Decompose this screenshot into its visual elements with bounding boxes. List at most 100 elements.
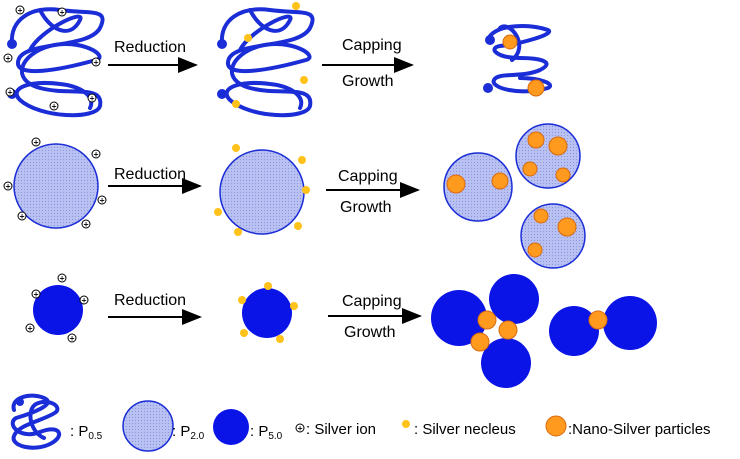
silver-ion: + [57,7,67,17]
silver-ion: + [49,101,59,111]
silver-nucleus [290,302,298,310]
legend-p20-prefix: : P [172,423,190,440]
nano-silver-particle [548,136,568,156]
silver-ion: + [31,137,41,147]
silver-ion: + [97,195,107,205]
capping-growth-arrow-2: Capping Growth [326,168,420,216]
capping-label: Capping [342,37,402,54]
p05-with-nuclei [217,2,315,118]
svg-text:+: + [59,9,65,17]
silver-ion: + [31,289,41,299]
reduction-label: Reduction [114,292,186,309]
legend: : P0.5 : P2.0 : P5.0 + : Silver ion : Si… [10,393,711,452]
legend-silver-nucleus: : Silver necleus [402,420,516,438]
silver-nucleus [294,222,302,230]
silver-nucleus [214,208,222,216]
svg-text:+: + [5,183,11,191]
silver-ion: + [81,219,91,229]
reduction-arrow-1: Reduction [108,39,198,73]
svg-text:: P0.5: : P0.5 [70,423,103,442]
nano-silver-particle [522,161,538,177]
row-p20: + + + + + + Reduction Capping Growth [3,123,586,269]
svg-text:+: + [81,297,87,305]
legend-nano-silver-label: :Nano-Silver particles [568,421,711,438]
p05-with-ions: + + + + + + + [3,5,105,118]
svg-text:+: + [297,425,303,433]
silver-nucleus [232,144,240,152]
nano-silver-particle [527,242,543,258]
svg-text:+: + [59,275,65,283]
silver-nucleus [302,186,310,194]
capping-growth-arrow-3: Capping Growth [328,293,422,341]
silver-nucleus [244,34,252,42]
silver-ion: + [79,295,89,305]
legend-nano-silver: :Nano-Silver particles [545,415,711,438]
growth-label: Growth [342,73,394,90]
nano-silver-particle [491,172,509,190]
silver-nucleus [234,228,242,236]
legend-p05: : P0.5 [10,393,103,450]
reduction-label: Reduction [114,39,186,56]
svg-text:+: + [69,335,75,343]
legend-silver-nucleus-label: : Silver necleus [414,421,516,438]
growth-label: Growth [344,324,396,341]
nano-silver-particle [470,332,490,352]
p50-with-nuclei [238,282,298,343]
legend-silver-ion: + : Silver ion [295,421,376,438]
silver-nucleus-icon [402,420,410,428]
silver-ion-icon: + [295,423,305,433]
svg-text:: P2.0: : P2.0 [172,423,205,442]
p20-with-nuclei [214,144,310,236]
silver-ion: + [17,211,27,221]
nano-silver-particle [527,79,545,97]
silver-ion: + [25,323,35,333]
svg-text:+: + [27,325,33,333]
silver-ion: + [5,87,15,97]
capping-label: Capping [342,293,402,310]
svg-text:+: + [99,197,105,205]
silver-ion: + [91,57,101,67]
nano-silver-particle [446,174,466,194]
silver-nucleus [238,296,246,304]
growth-label: Growth [340,199,392,216]
svg-text:+: + [33,291,39,299]
silver-ion: + [3,53,13,63]
nano-silver-particle [527,131,545,149]
nano-silver-particle [477,310,497,330]
legend-p05-sub: 0.5 [88,431,102,442]
svg-text:+: + [33,139,39,147]
silver-ion: + [87,93,97,103]
reduction-label: Reduction [114,166,186,183]
svg-text:+: + [51,103,57,111]
nano-silver-particle [555,167,571,183]
silver-nucleus [292,2,300,10]
svg-text:+: + [5,55,11,63]
silver-nucleus [276,335,284,343]
silver-ion: + [57,273,67,283]
silver-nucleus [232,100,240,108]
p05-with-nanoparticles [483,24,552,97]
nano-silver-icon [545,415,567,437]
legend-p50-prefix: : P [250,423,268,440]
svg-text:+: + [93,151,99,159]
silver-ion: + [15,5,25,15]
svg-text:+: + [17,7,23,15]
svg-text:: P5.0: : P5.0 [250,423,283,442]
svg-text:+: + [19,213,25,221]
reduction-arrow-2: Reduction [108,166,202,194]
p20-with-ions: + + + + + + [3,137,107,229]
legend-p20-sub: 2.0 [190,431,204,442]
capping-label: Capping [338,168,398,185]
silver-nucleus [298,156,306,164]
svg-text:+: + [93,59,99,67]
nano-silver-particle [588,310,608,330]
legend-silver-ion-label: : Silver ion [306,421,376,438]
legend-p50: : P5.0 [213,409,283,445]
legend-p20: : P2.0 [122,400,205,452]
legend-p50-sub: 5.0 [268,431,282,442]
p20-with-nanoparticles [443,123,586,269]
silver-nucleus [300,76,308,84]
svg-text:+: + [89,95,95,103]
silver-ion: + [67,333,77,343]
reduction-arrow-3: Reduction [108,292,202,325]
